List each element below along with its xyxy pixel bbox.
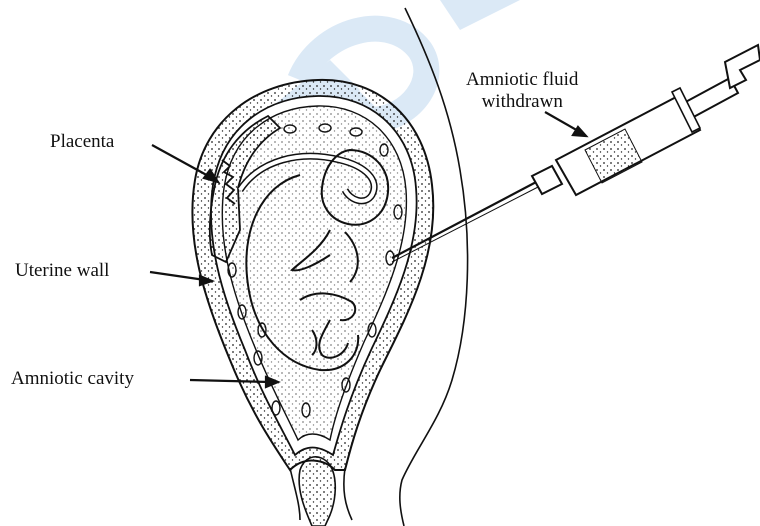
fluid-label-line2: withdrawn bbox=[466, 91, 578, 113]
fluid-label-line1: Amniotic fluid bbox=[466, 69, 578, 91]
placenta-label: Placenta bbox=[50, 131, 114, 153]
amniotic-fluid-withdrawn-label: Amniotic fluid withdrawn bbox=[466, 69, 578, 113]
cervix bbox=[299, 457, 335, 526]
uterine-wall-label: Uterine wall bbox=[15, 260, 109, 282]
amniotic-cavity-label: Amniotic cavity bbox=[11, 368, 134, 390]
